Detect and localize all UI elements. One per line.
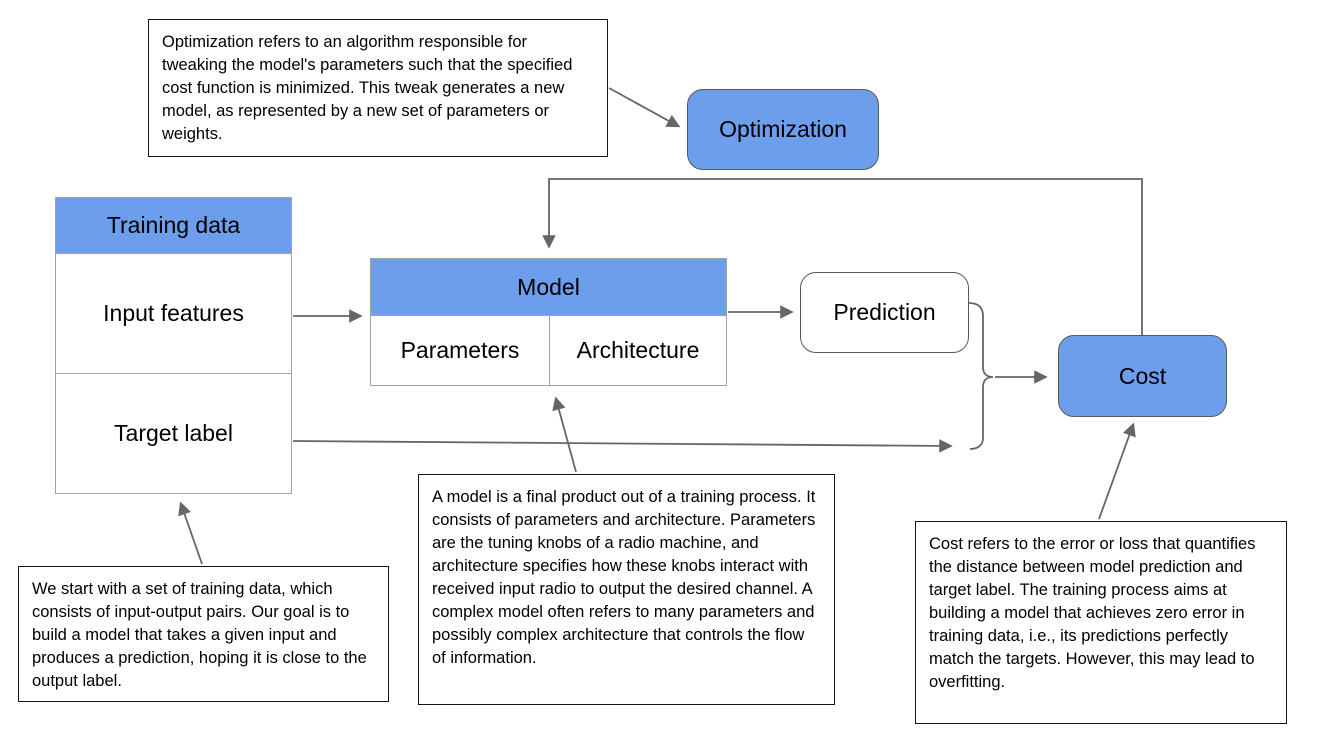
training-note: We start with a set of training data, wh…	[18, 566, 389, 702]
arrow-model-note-to-model	[552, 396, 577, 473]
training-data-header: Training data	[56, 198, 291, 254]
model-header: Model	[371, 259, 726, 316]
arrow-optimization-note-to-optimization	[608, 87, 681, 128]
parameters-cell: Parameters	[371, 316, 550, 385]
model-table: Model Parameters Architecture	[370, 258, 727, 386]
optimization-node: Optimization	[687, 89, 879, 170]
prediction-node: Prediction	[800, 272, 969, 353]
cost-label: Cost	[1118, 362, 1167, 389]
merge-brace	[968, 302, 994, 450]
model-table-body: Parameters Architecture	[371, 316, 726, 385]
input-features-cell: Input features	[56, 254, 291, 374]
model-note: A model is a final product out of a trai…	[418, 474, 835, 705]
training-data-table: Training data Input features Target labe…	[55, 197, 292, 494]
arrow-cost-note-to-cost	[1098, 422, 1136, 520]
target-label-cell: Target label	[114, 420, 233, 446]
cost-node: Cost	[1058, 335, 1227, 417]
cost-note: Cost refers to the error or loss that qu…	[915, 521, 1287, 724]
arrow-training-note-to-training-data	[178, 501, 203, 565]
prediction-label: Prediction	[833, 299, 936, 325]
arrow-target-label-to-merge	[292, 439, 953, 453]
optimization-note: Optimization refers to an algorithm resp…	[148, 19, 608, 157]
optimization-label: Optimization	[719, 116, 847, 142]
architecture-cell: Architecture	[576, 337, 700, 363]
